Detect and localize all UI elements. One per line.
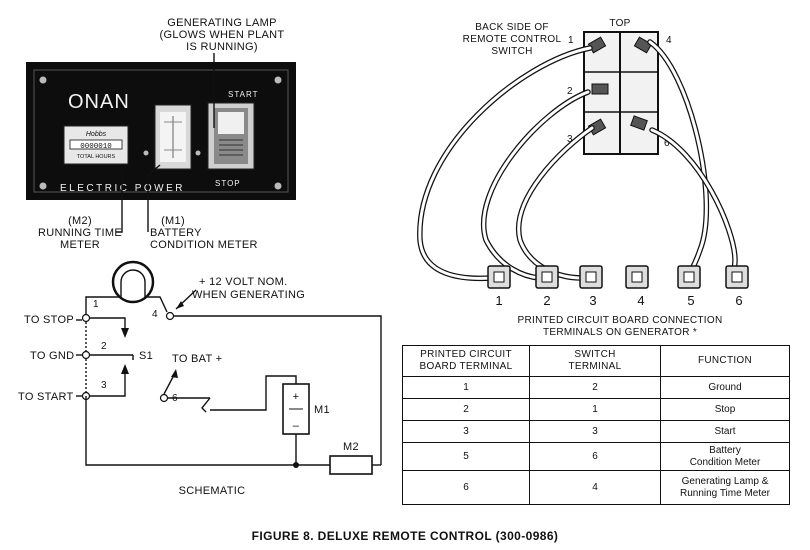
figure-caption: FIGURE 8. DELUXE REMOTE CONTROL (300-098… xyxy=(252,529,559,543)
electric-power-label: ELECTRIC POWER xyxy=(60,183,185,194)
switch-back xyxy=(583,31,659,155)
svg-text:1: 1 xyxy=(568,35,574,46)
start-label: START xyxy=(228,90,258,99)
function-cell: Start xyxy=(660,420,790,443)
switch-wiring-diagram: BACK SIDE OF REMOTE CONTROL SWITCH TOP 1… xyxy=(417,18,749,338)
svg-text:3: 3 xyxy=(567,134,573,145)
svg-text:3: 3 xyxy=(589,293,596,308)
screw-icon xyxy=(274,76,282,84)
wire-harness xyxy=(417,39,738,282)
generating-lamp-icon xyxy=(218,112,244,134)
board-terminal-cell: 1 xyxy=(402,376,530,399)
board-terminal-cell: 6 xyxy=(402,470,530,505)
switch-terminal-cell: 3 xyxy=(529,420,661,443)
svg-text:(M1): (M1) xyxy=(161,215,185,227)
svg-text:6: 6 xyxy=(735,293,742,308)
stop-label: STOP xyxy=(215,179,241,188)
svg-text:BACK SIDE OF: BACK SIDE OF xyxy=(475,22,549,33)
svg-text:5: 5 xyxy=(687,293,694,308)
brand-label: ONAN xyxy=(68,91,130,113)
svg-text:WHEN GENERATING: WHEN GENERATING xyxy=(192,289,305,301)
switch-terminal-cell: 1 xyxy=(529,398,661,421)
svg-text:TO GND: TO GND xyxy=(30,350,74,362)
m2-callout: (M2) RUNNING TIME METER xyxy=(38,170,123,251)
header-function: FUNCTION xyxy=(660,345,790,377)
svg-text:4: 4 xyxy=(152,309,158,320)
svg-text:TERMINALS ON GENERATOR *: TERMINALS ON GENERATOR * xyxy=(543,327,697,338)
screw-icon xyxy=(39,76,47,84)
board-terminal-cell: 2 xyxy=(402,398,530,421)
svg-text:IS RUNNING): IS RUNNING) xyxy=(186,41,258,53)
board-terminal-cell: 3 xyxy=(402,420,530,443)
table-row: 1 2 Ground xyxy=(402,376,790,399)
svg-text:(M2): (M2) xyxy=(68,215,92,227)
svg-text:TO START: TO START xyxy=(18,391,74,403)
running-time-meter: Hobbs 0000010 TOTAL HOURS xyxy=(63,125,129,165)
svg-text:0000010: 0000010 xyxy=(80,143,112,151)
svg-text:1: 1 xyxy=(93,299,99,310)
svg-text:TOTAL HOURS: TOTAL HOURS xyxy=(77,154,116,160)
svg-text:TO STOP: TO STOP xyxy=(24,314,74,326)
function-cell: Stop xyxy=(660,398,790,421)
svg-text:2: 2 xyxy=(543,293,550,308)
svg-text:6: 6 xyxy=(664,138,670,149)
switch-terminal-cell: 4 xyxy=(529,470,661,505)
svg-text:–: – xyxy=(293,420,300,432)
screw-icon xyxy=(143,150,149,156)
svg-text:M2: M2 xyxy=(343,441,359,453)
svg-text:4: 4 xyxy=(637,293,644,308)
svg-text:CONDITION METER: CONDITION METER xyxy=(150,239,258,251)
svg-text:RUNNING TIME: RUNNING TIME xyxy=(38,227,122,239)
table-row: 2 1 Stop xyxy=(402,398,790,421)
svg-text:+ 12 VOLT NOM.: + 12 VOLT NOM. xyxy=(199,276,287,288)
svg-text:PRINTED CIRCUIT BOARD CONNECTI: PRINTED CIRCUIT BOARD CONNECTION xyxy=(518,315,723,326)
lamp-symbol xyxy=(111,260,155,304)
m1-callout: (M1) BATTERY CONDITION METER xyxy=(147,164,258,251)
switch-terminal-cell: 2 xyxy=(529,376,661,399)
table-row: 3 3 Start xyxy=(402,420,790,443)
schematic: + – TO STOP TO GND TO START TO BAT + + 1… xyxy=(18,260,382,497)
svg-text:S1: S1 xyxy=(139,350,153,362)
svg-text:M1: M1 xyxy=(314,404,330,416)
table-row: 6 4 Generating Lamp &Running Time Meter xyxy=(402,470,790,505)
svg-text:2: 2 xyxy=(101,341,107,352)
svg-text:Hobbs: Hobbs xyxy=(86,131,107,138)
battery-condition-meter xyxy=(154,104,192,170)
function-cell: Ground xyxy=(660,376,790,399)
svg-text:TO BAT +: TO BAT + xyxy=(172,353,222,365)
screw-icon xyxy=(195,150,201,156)
svg-text:1: 1 xyxy=(495,293,502,308)
screw-icon xyxy=(274,182,282,190)
svg-text:4: 4 xyxy=(666,35,672,46)
svg-text:BATTERY: BATTERY xyxy=(150,227,202,239)
svg-text:METER: METER xyxy=(60,239,100,251)
function-cell: Generating Lamp &Running Time Meter xyxy=(660,470,790,505)
svg-text:TOP: TOP xyxy=(609,18,630,29)
svg-text:REMOTE CONTROL: REMOTE CONTROL xyxy=(463,34,562,45)
rocker-switch xyxy=(207,102,255,170)
svg-text:6: 6 xyxy=(172,393,178,404)
svg-text:SWITCH: SWITCH xyxy=(491,46,532,57)
svg-text:GENERATING LAMP: GENERATING LAMP xyxy=(167,17,276,29)
switch-terminal-cell: 6 xyxy=(529,442,661,471)
m2-symbol xyxy=(329,455,373,475)
svg-text:+: + xyxy=(293,391,300,403)
svg-text:3: 3 xyxy=(101,380,107,391)
board-terminal-cell: 5 xyxy=(402,442,530,471)
svg-text:(GLOWS WHEN PLANT: (GLOWS WHEN PLANT xyxy=(160,29,285,41)
lamp-callout: GENERATING LAMP (GLOWS WHEN PLANT IS RUN… xyxy=(160,17,285,128)
svg-text:2: 2 xyxy=(567,86,573,97)
screw-icon xyxy=(39,182,47,190)
remote-panel: ONAN Hobbs 0000010 TOTAL HOURS START xyxy=(26,62,296,200)
schematic-title: SCHEMATIC xyxy=(179,485,246,497)
